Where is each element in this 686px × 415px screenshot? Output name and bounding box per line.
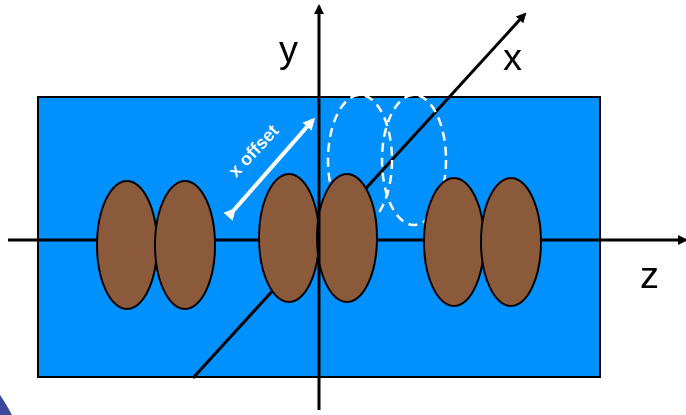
dashed-ellipse xyxy=(380,93,448,227)
ellipse-group-right xyxy=(423,177,542,307)
brown-ellipse xyxy=(316,173,378,303)
x-offset-arrow xyxy=(223,117,315,221)
brown-ellipse xyxy=(96,180,158,310)
corner-shape xyxy=(0,395,12,415)
ellipse-group-left xyxy=(96,180,216,310)
x-axis-label: x xyxy=(503,37,522,79)
brown-ellipse xyxy=(423,177,485,307)
z-axis-label: z xyxy=(640,255,659,297)
brown-ellipse xyxy=(258,173,320,303)
y-axis-label: y xyxy=(279,29,298,71)
brown-ellipse xyxy=(154,180,216,310)
brown-ellipse xyxy=(480,177,542,307)
